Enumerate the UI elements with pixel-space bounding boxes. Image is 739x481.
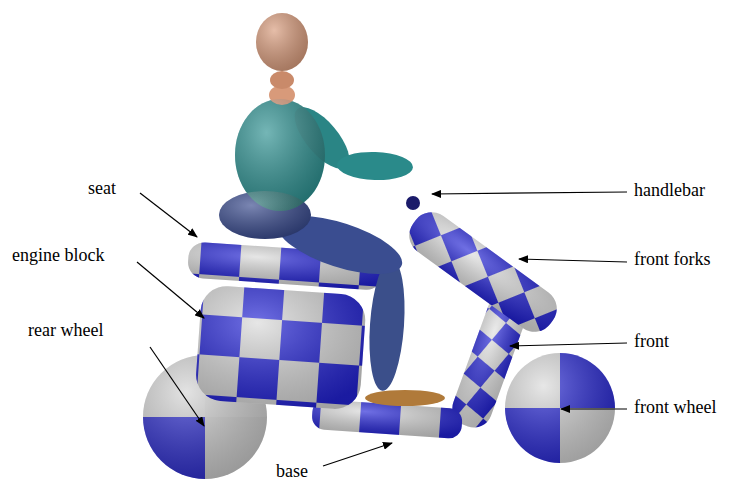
leader-lines [137,192,627,466]
engine-block [194,284,367,410]
handlebar-knob [406,196,420,210]
rider [219,13,445,406]
front-forks [401,204,564,340]
part-label: seat [88,178,116,198]
part-label: front wheel [634,397,716,417]
front-wheel [505,353,615,463]
part-label: handlebar [634,180,705,200]
part-label: front [634,331,669,351]
part-label: engine block [12,245,104,265]
part-label: front forks [634,249,710,269]
part-label: base [276,461,308,481]
part-label: rear wheel [28,320,103,340]
